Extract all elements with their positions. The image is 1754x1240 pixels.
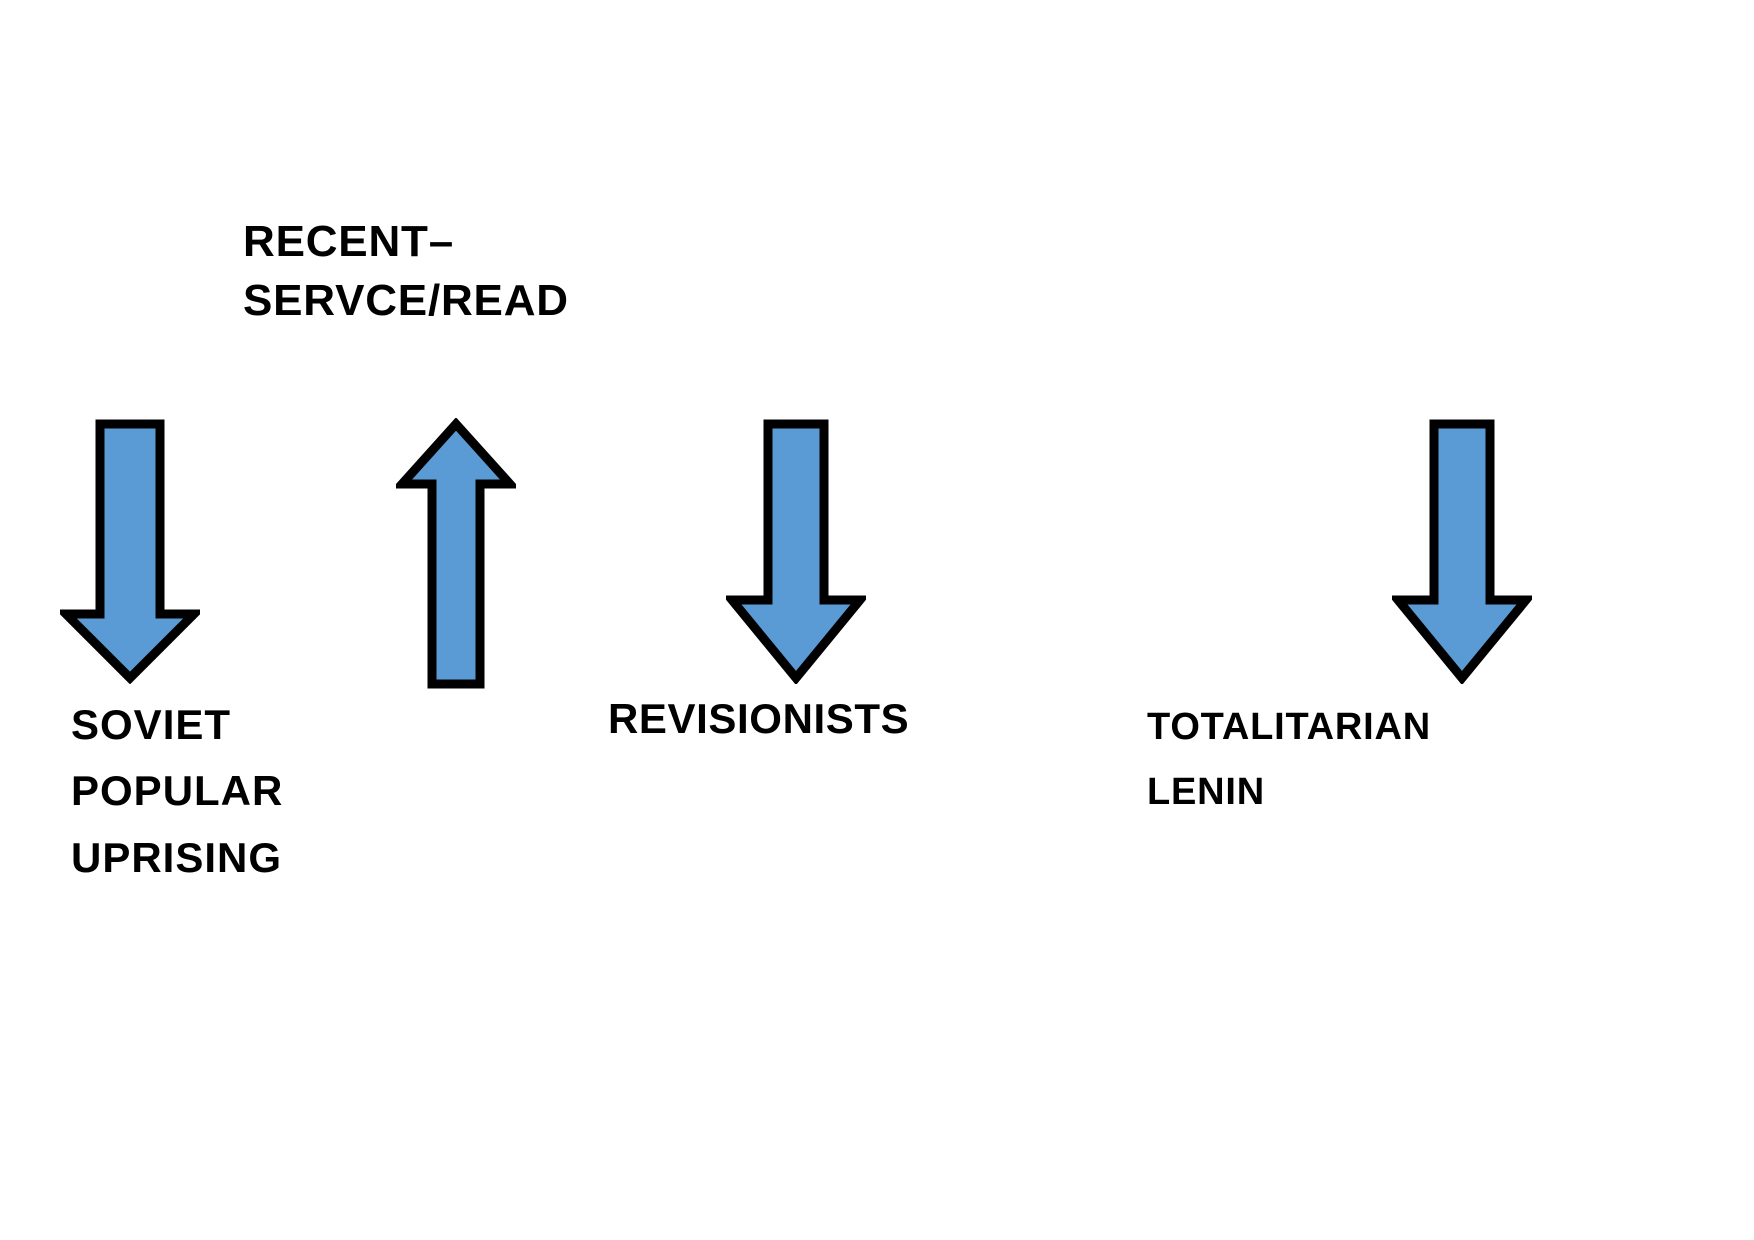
arrow-down-revisionists-shape [726, 419, 866, 684]
arrow-down-soviet-shape [60, 419, 200, 684]
arrow-down-soviet [60, 419, 200, 684]
arrow-up-recent-shape [396, 418, 516, 689]
soviet-popular-uprising-label: SOVIET POPULAR UPRISING [71, 701, 284, 881]
arrow-down-totalitarian [1392, 419, 1532, 684]
recent-service-read-label: RECENT– SERVCE/READ [243, 217, 569, 326]
totalitarian-lenin-label: TOTALITARIAN LENIN [1147, 706, 1432, 814]
arrow-down-totalitarian-shape [1392, 419, 1532, 684]
revisionists-label: REVISIONISTS [608, 695, 910, 742]
arrow-down-revisionists [726, 419, 866, 684]
arrow-up-recent [396, 418, 516, 689]
